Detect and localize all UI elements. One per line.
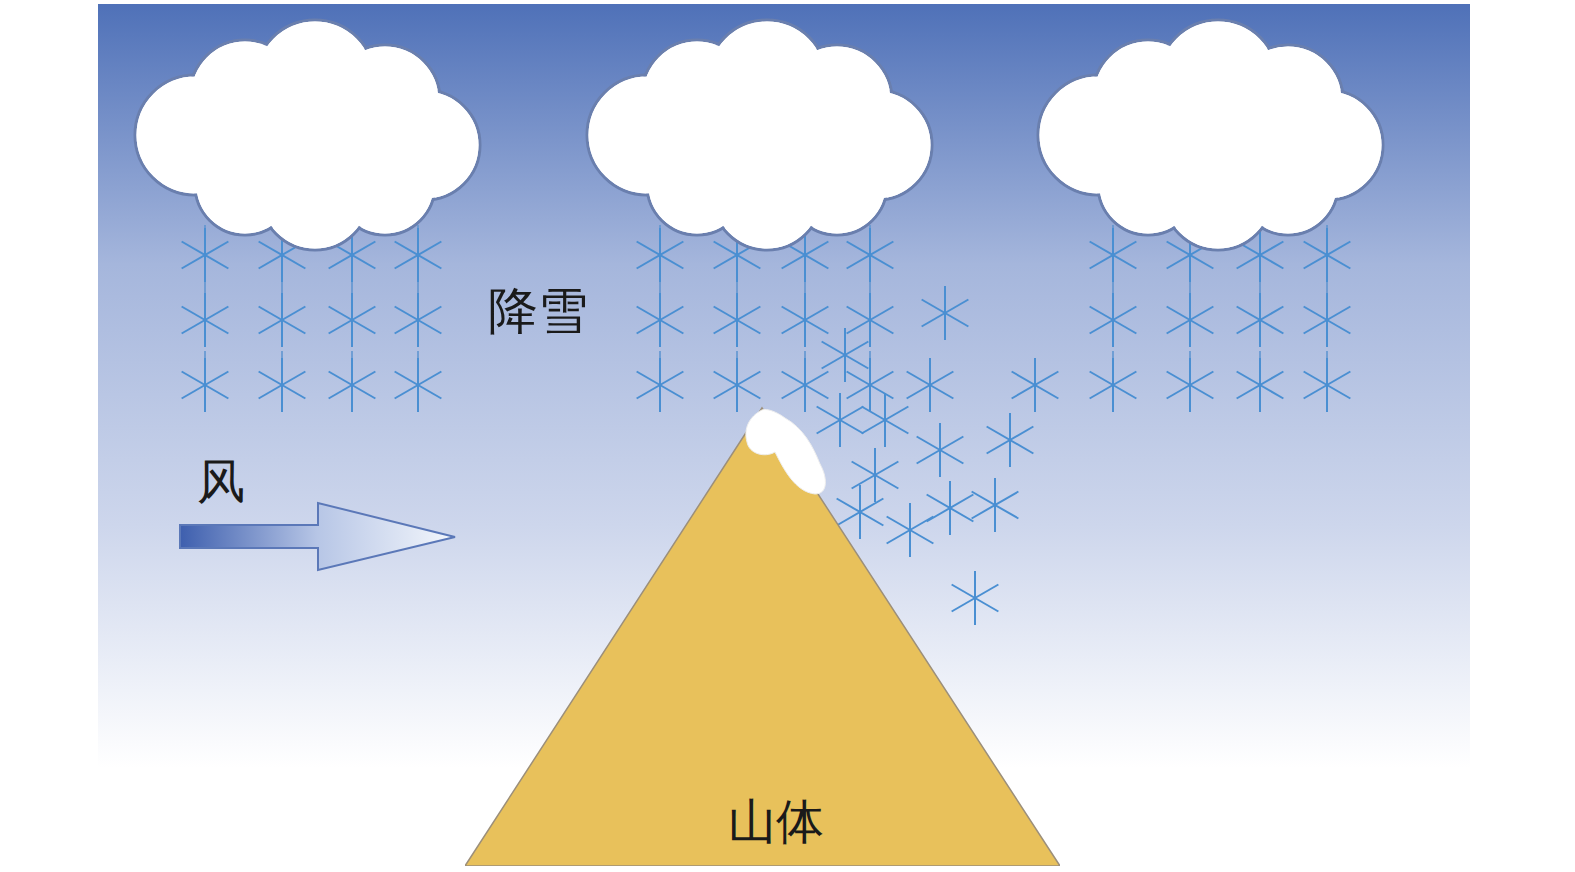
snowflake — [1090, 293, 1137, 347]
snowflake — [1304, 228, 1351, 282]
snowflake — [714, 293, 761, 347]
cloud — [587, 20, 932, 250]
snowflake — [847, 293, 894, 347]
snowfall-label: 降雪 — [488, 278, 588, 345]
snowflake — [972, 478, 1019, 532]
snowflake — [1304, 358, 1351, 412]
snowflake — [822, 328, 869, 382]
snowflake — [714, 358, 761, 412]
snowflake — [922, 286, 969, 340]
snowflake — [782, 293, 829, 347]
snowflake — [1090, 358, 1137, 412]
snowflake — [817, 393, 864, 447]
snowflake — [637, 358, 684, 412]
snowflake — [1167, 358, 1214, 412]
snowflake — [259, 293, 306, 347]
snowflake — [852, 448, 899, 502]
sky-background — [98, 4, 1470, 872]
snowflake — [182, 358, 229, 412]
snowflake — [987, 413, 1034, 467]
snowflake — [182, 228, 229, 282]
mountain-label: 山体 — [728, 790, 824, 854]
snowflake — [1012, 358, 1059, 412]
clouds — [135, 20, 1383, 250]
snowflake — [182, 293, 229, 347]
snowflake — [1304, 293, 1351, 347]
snowflake — [329, 358, 376, 412]
snowflake — [1237, 358, 1284, 412]
snowflake — [637, 293, 684, 347]
snowflake — [847, 358, 894, 412]
snowflake — [395, 228, 442, 282]
snowflake — [1090, 228, 1137, 282]
snowflake — [782, 358, 829, 412]
mountain-node: 山体 — [465, 406, 1060, 866]
snowflake — [637, 228, 684, 282]
snowflake — [917, 423, 964, 477]
cloud — [1038, 20, 1383, 250]
snowflake — [395, 358, 442, 412]
snowflake — [259, 358, 306, 412]
snowflake — [927, 481, 974, 535]
snowflake — [952, 571, 999, 625]
wind-label: 风 — [197, 450, 245, 514]
snowflake — [907, 358, 954, 412]
wind-arrow — [180, 503, 455, 570]
snowflake — [837, 485, 884, 539]
snowflake — [1237, 293, 1284, 347]
snowflake — [887, 503, 934, 557]
snowflake — [1167, 293, 1214, 347]
snow-cap — [746, 409, 826, 494]
cloud — [135, 20, 480, 250]
snowflake — [329, 293, 376, 347]
snowflake — [847, 228, 894, 282]
snowflake — [395, 293, 442, 347]
snowflake — [862, 393, 909, 447]
